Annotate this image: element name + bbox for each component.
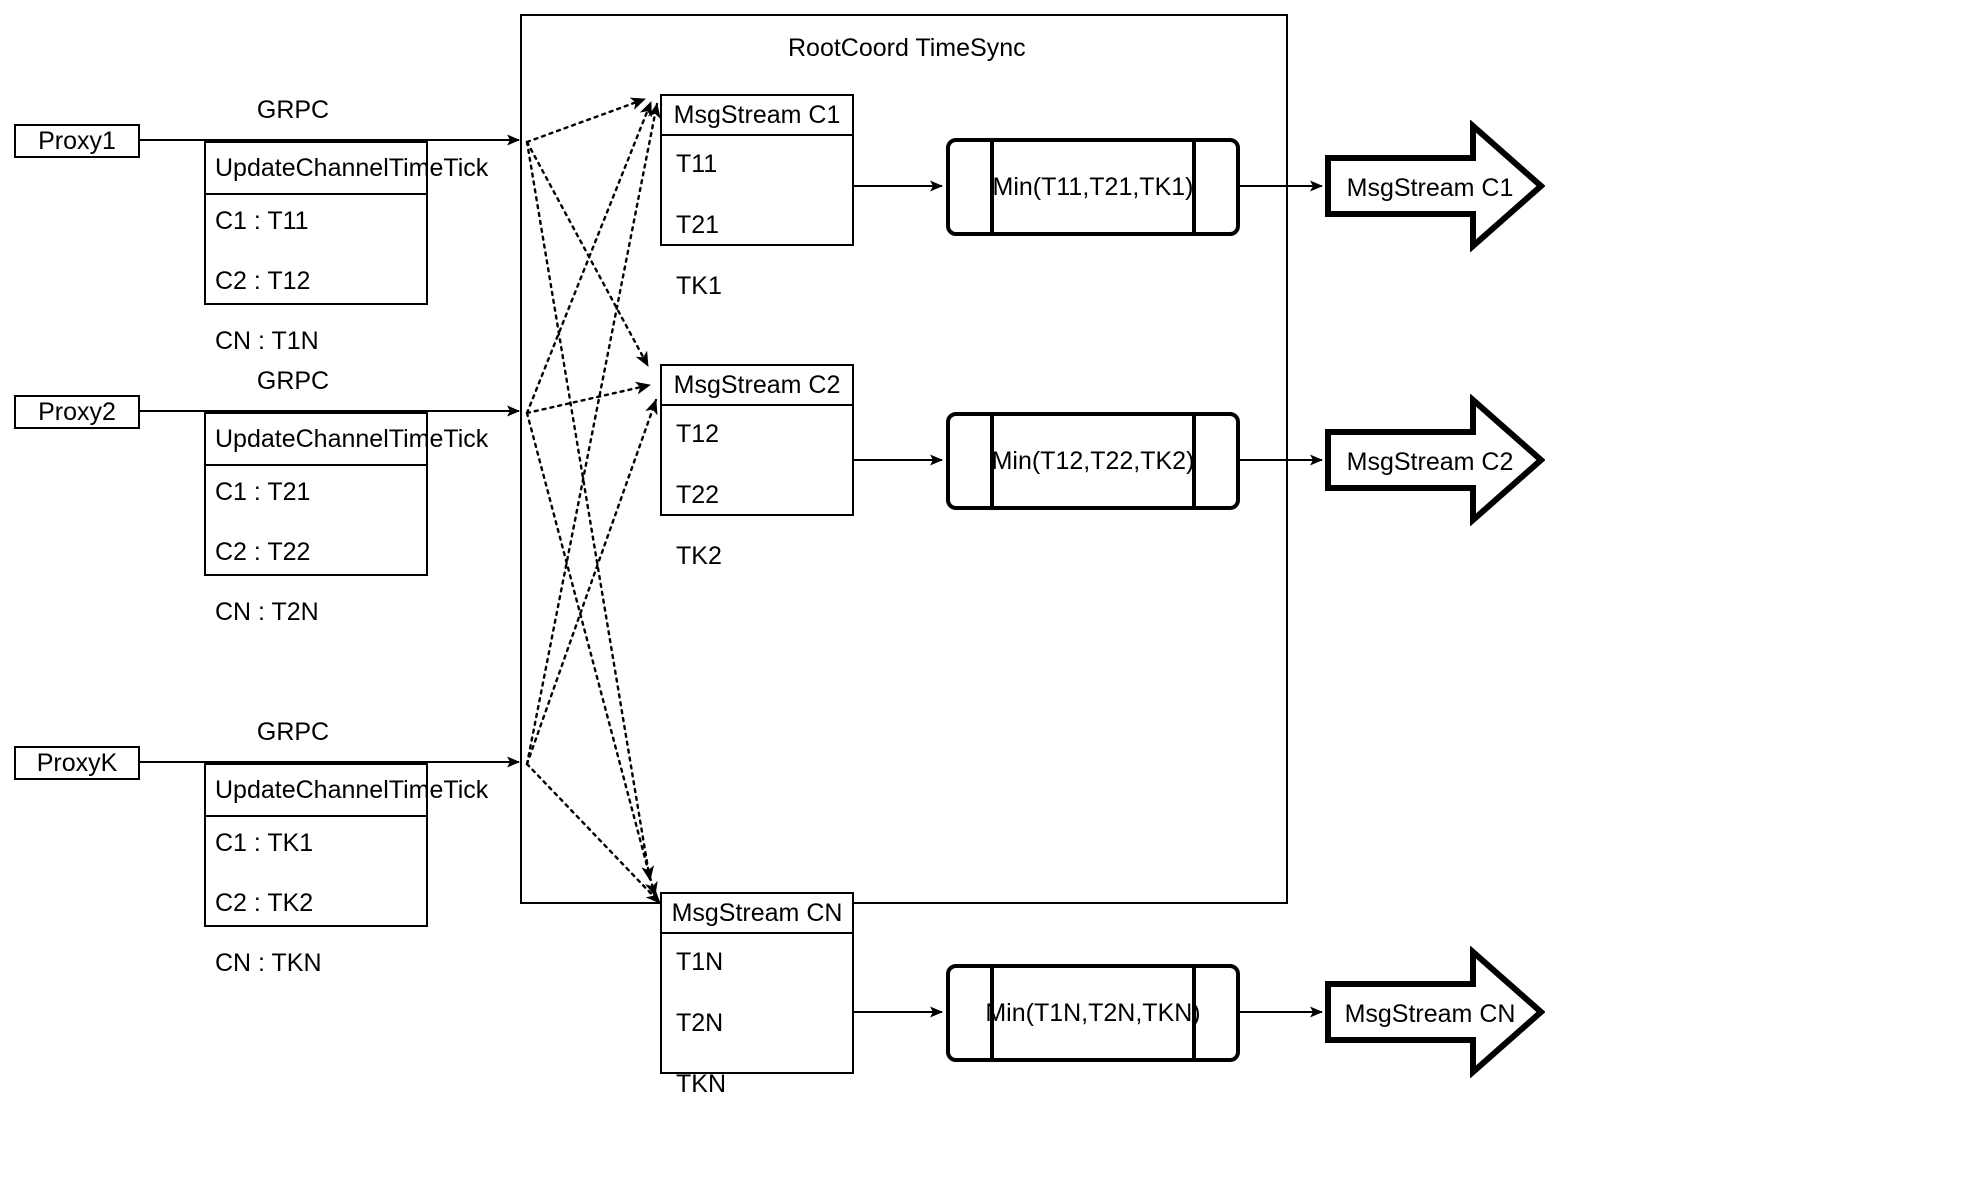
- msgstream-row: TK2: [676, 542, 722, 570]
- msgstream-row: T2N: [676, 1009, 724, 1037]
- msgstream-table-c2: MsgStream C2 T12 T22 TK2: [660, 364, 854, 569]
- uct-row: C2 : T22: [215, 538, 311, 566]
- msgstream-row: T12: [676, 420, 720, 448]
- msgstream-row: T11: [676, 150, 718, 178]
- uct-header-proxyk: UpdateChannelTimeTick: [206, 765, 488, 817]
- proxy-box-proxyk[interactable]: ProxyK: [14, 746, 140, 780]
- rootcoord-timesync-title: RootCoord TimeSync: [788, 34, 1026, 62]
- msgstream-header-cn: MsgStream CN: [662, 894, 852, 934]
- uct-row: C2 : TK2: [215, 889, 314, 917]
- msgstream-row: T22: [676, 481, 720, 509]
- msgstream-header-c1: MsgStream C1: [662, 96, 852, 136]
- msgstream-body-cn: T1N T2N TKN: [662, 934, 852, 1105]
- output-block-arrow-label-cn: MsgStream CN: [1344, 1000, 1516, 1028]
- uct-row: C2 : T12: [215, 267, 311, 295]
- output-block-arrow-c2: MsgStream C2: [1325, 394, 1545, 526]
- msgstream-header-c2: MsgStream C2: [662, 366, 852, 406]
- msgstream-row: T1N: [676, 948, 724, 976]
- uct-row: C1 : T21: [215, 478, 311, 506]
- output-block-arrow-label-c2: MsgStream C2: [1346, 448, 1514, 476]
- output-block-arrow-label-c1: MsgStream C1: [1346, 174, 1514, 202]
- msgstream-body-c1: T11 T21 TK1: [662, 136, 852, 307]
- msgstream-row: TK1: [676, 272, 722, 300]
- msgstream-row: T21: [676, 211, 720, 239]
- update-channel-timetick-table-proxy2: UpdateChannelTimeTick C1 : T21 C2 : T22 …: [204, 412, 488, 625]
- msgstream-table-c1: MsgStream C1 T11 T21 TK1: [660, 94, 854, 299]
- uct-row: C1 : TK1: [215, 829, 314, 857]
- min-node-cn: Min(T1N,T2N,TKN): [946, 964, 1240, 1062]
- proxy-box-proxy2[interactable]: Proxy2: [14, 395, 140, 429]
- msgstream-row: TKN: [676, 1070, 726, 1098]
- output-block-arrow-c1: MsgStream C1: [1325, 120, 1545, 252]
- grpc-label-proxyk: GRPC: [256, 718, 330, 746]
- grpc-label-proxy2: GRPC: [256, 367, 330, 395]
- update-channel-timetick-table-proxy1: UpdateChannelTimeTick C1 : T11 C2 : T12 …: [204, 141, 488, 354]
- update-channel-timetick-table-proxyk: UpdateChannelTimeTick C1 : TK1 C2 : TK2 …: [204, 763, 488, 976]
- uct-body-proxy2: C1 : T21 C2 : T22 CN : T2N: [206, 466, 426, 635]
- proxy-box-proxy1[interactable]: Proxy1: [14, 124, 140, 158]
- uct-row: CN : T2N: [215, 598, 319, 626]
- uct-row: CN : TKN: [215, 949, 322, 977]
- uct-body-proxyk: C1 : TK1 C2 : TK2 CN : TKN: [206, 817, 426, 986]
- msgstream-table-cn: MsgStream CN T1N T2N TKN: [660, 892, 854, 1097]
- output-block-arrow-cn: MsgStream CN: [1325, 946, 1545, 1078]
- uct-body-proxy1: C1 : T11 C2 : T12 CN : T1N: [206, 195, 426, 364]
- min-node-c1: Min(T11,T21,TK1): [946, 138, 1240, 236]
- grpc-label-proxy1: GRPC: [256, 96, 330, 124]
- min-node-c2: Min(T12,T22,TK2): [946, 412, 1240, 510]
- uct-header-proxy1: UpdateChannelTimeTick: [206, 143, 488, 195]
- msgstream-body-c2: T12 T22 TK2: [662, 406, 852, 577]
- uct-row: CN : T1N: [215, 327, 319, 355]
- uct-header-proxy2: UpdateChannelTimeTick: [206, 414, 488, 466]
- uct-row: C1 : T11: [215, 207, 309, 235]
